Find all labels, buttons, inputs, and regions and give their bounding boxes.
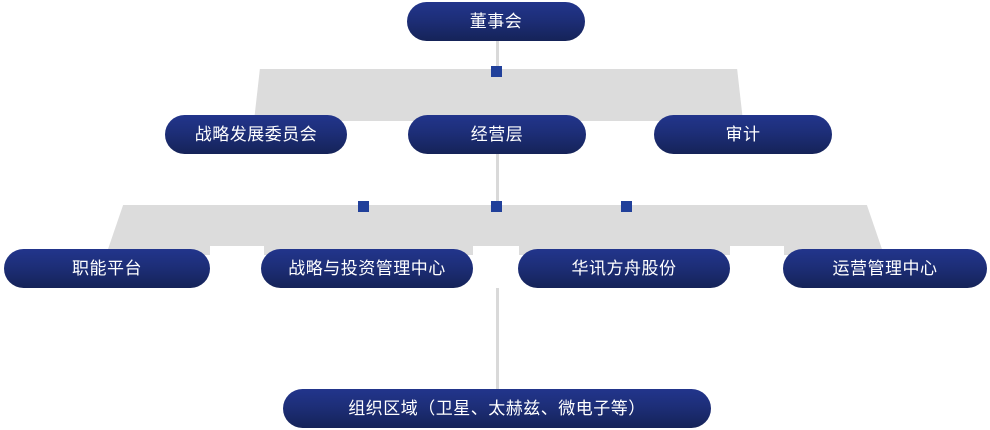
org-node-functional-platform[interactable]: 职能平台 — [4, 249, 210, 288]
connector-line-management-to-level-3 — [496, 154, 499, 206]
org-node-huaxun-fangzhou[interactable]: 华讯方舟股份 — [518, 249, 730, 288]
org-node-operations-center[interactable]: 运营管理中心 — [783, 249, 987, 288]
org-node-audit-label: 审计 — [725, 125, 761, 144]
org-node-strategy-investment-center[interactable]: 战略与投资管理中心 — [261, 249, 473, 288]
connector-joint-huaxun-icon — [621, 201, 632, 212]
bracket-gap-mask-b — [473, 246, 519, 258]
bracket-gap-mask-c — [730, 246, 784, 258]
connector-line-board-to-level-2 — [496, 41, 499, 70]
bracket-gap-mask-a — [210, 246, 264, 258]
org-node-organization-areas-label: 组织区域（卫星、太赫兹、微电子等） — [348, 399, 646, 418]
org-node-management-label: 经营层 — [470, 125, 524, 144]
connector-line-management-to-organization-areas — [496, 288, 499, 391]
connector-joint-management-icon — [491, 201, 502, 212]
connector-bracket-level-2 — [254, 69, 743, 121]
org-node-strategy-investment-center-label: 战略与投资管理中心 — [288, 259, 446, 278]
connector-joint-strategy-investment-icon — [358, 201, 369, 212]
org-node-functional-platform-label: 职能平台 — [72, 259, 142, 278]
org-node-management[interactable]: 经营层 — [408, 115, 586, 154]
org-node-strategy-committee[interactable]: 战略发展委员会 — [165, 115, 347, 154]
org-node-board[interactable]: 董事会 — [407, 2, 585, 41]
org-node-board-label: 董事会 — [469, 12, 523, 31]
connector-joint-board-icon — [491, 66, 502, 77]
org-node-audit[interactable]: 审计 — [654, 115, 832, 154]
org-node-organization-areas[interactable]: 组织区域（卫星、太赫兹、微电子等） — [283, 389, 711, 428]
org-node-huaxun-fangzhou-label: 华讯方舟股份 — [571, 259, 677, 278]
org-node-operations-center-label: 运营管理中心 — [832, 259, 938, 278]
org-node-strategy-committee-label: 战略发展委员会 — [194, 125, 318, 144]
